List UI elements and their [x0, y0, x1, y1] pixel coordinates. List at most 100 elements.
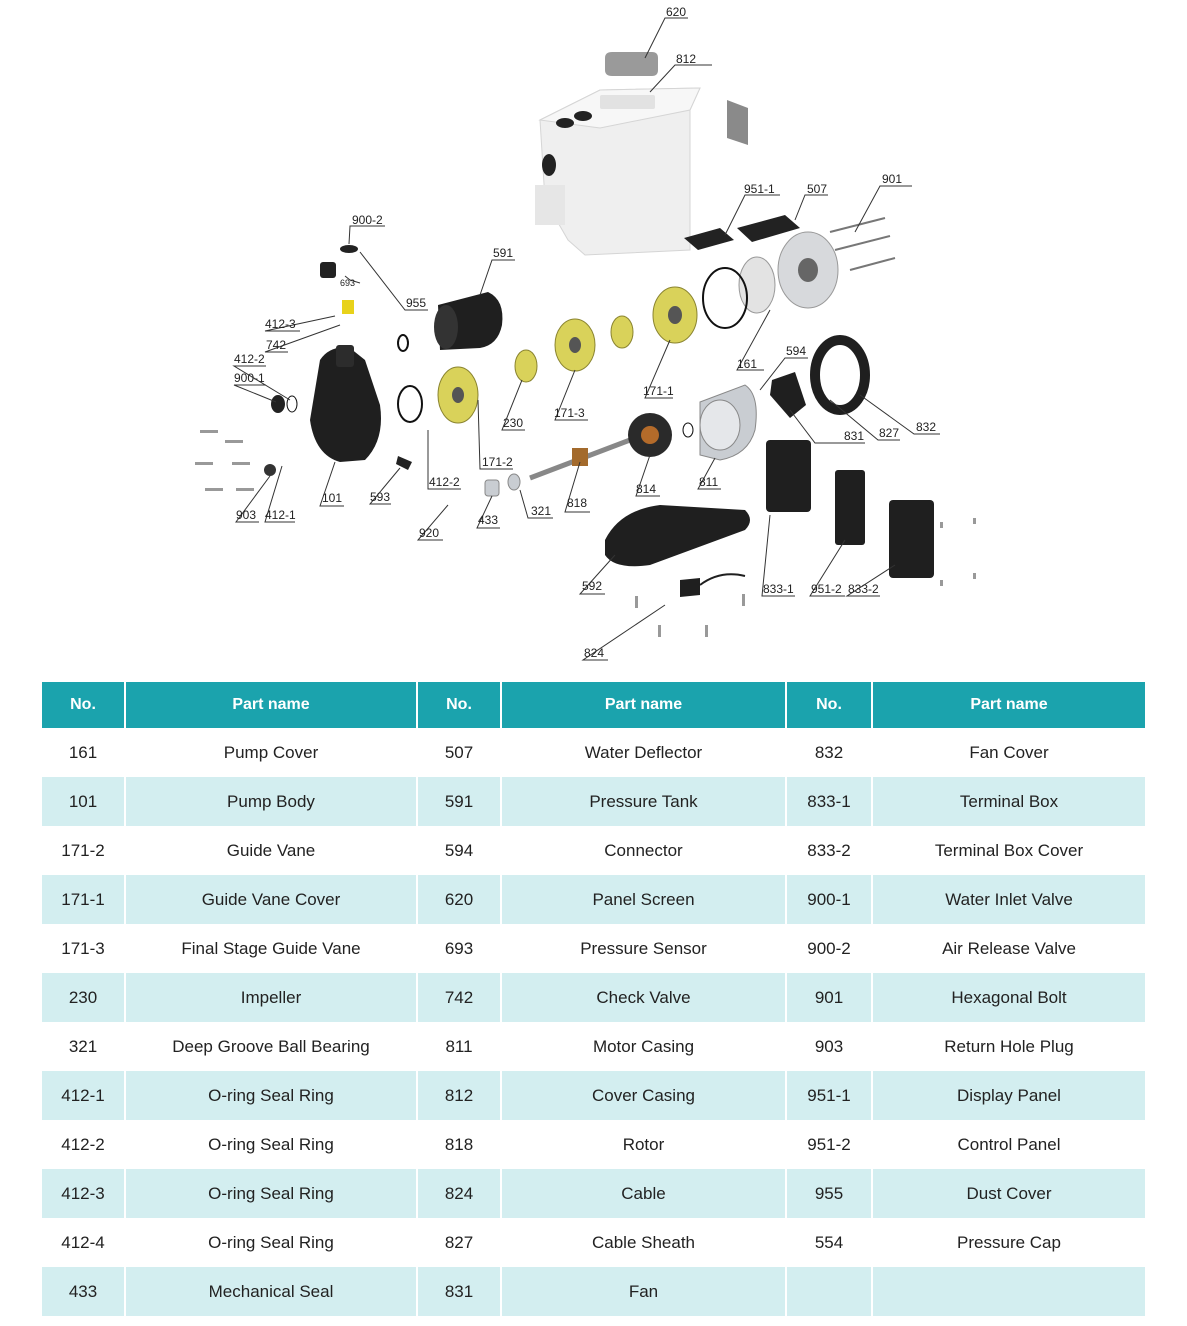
callout-321: 321 [531, 504, 551, 518]
callout-833-2: 833-2 [848, 582, 879, 596]
callout-900-2: 900-2 [352, 213, 383, 227]
callout-900-1: 900-1 [234, 371, 265, 385]
table-cell-part-number: 818 [417, 1120, 502, 1169]
callout-951-2: 951-2 [811, 582, 842, 596]
callout-507: 507 [807, 182, 827, 196]
table-cell-part-name: Pump Body [125, 777, 418, 826]
callout-592: 592 [582, 579, 602, 593]
table-cell-part-number: 951-1 [786, 1071, 873, 1120]
table-cell-part-number: 833-2 [786, 826, 873, 875]
table-cell-part-name: Water Inlet Valve [872, 875, 1145, 924]
table-cell-part-name: Final Stage Guide Vane [125, 924, 418, 973]
table-cell-part-name: Cable Sheath [501, 1218, 787, 1267]
table-cell-part-name: Dust Cover [872, 1169, 1145, 1218]
table-cell-part-name: Check Valve [501, 973, 787, 1022]
callout-693: 693 [340, 278, 355, 288]
table-cell-part-number: 901 [786, 973, 873, 1022]
table-cell-part-name: Cover Casing [501, 1071, 787, 1120]
table-cell-part-number: 827 [417, 1218, 502, 1267]
table-cell-part-number: 824 [417, 1169, 502, 1218]
table-cell-part-name: Pressure Tank [501, 777, 787, 826]
exploded-view-diagram: 620 812 951-1 507 901 900-2 591 955 693 … [195, 5, 976, 661]
table-cell-part-name: O-ring Seal Ring [125, 1071, 418, 1120]
table-cell-part-name: Mechanical Seal [125, 1267, 418, 1316]
table-cell-part-name: Fan Cover [872, 728, 1145, 777]
table-cell-part-number: 101 [42, 777, 126, 826]
table-cell-part-number: 951-2 [786, 1120, 873, 1169]
table-cell-part-name: Air Release Valve [872, 924, 1145, 973]
callout-620: 620 [666, 5, 686, 19]
table-cell-part-name: Rotor [501, 1120, 787, 1169]
callout-591: 591 [493, 246, 513, 260]
table-cell-part-name: O-ring Seal Ring [125, 1120, 418, 1169]
header-no: No. [786, 682, 873, 728]
callout-412-2-center: 412-2 [429, 475, 460, 489]
callout-827: 827 [879, 426, 899, 440]
header-part-name: Part name [872, 682, 1145, 728]
callout-161: 161 [737, 357, 757, 371]
table-cell-part-number: 833-1 [786, 777, 873, 826]
callout-593: 593 [370, 490, 390, 504]
callout-818: 818 [567, 496, 587, 510]
parts-table: No. Part name No. Part name No. Part nam… [42, 682, 1145, 1316]
callout-951-1: 951-1 [744, 182, 775, 196]
callout-412-2-left: 412-2 [234, 352, 265, 366]
table-cell-part-number: 412-4 [42, 1218, 126, 1267]
callout-903: 903 [236, 508, 256, 522]
table-cell-part-number: 554 [786, 1218, 873, 1267]
table-cell-part-name: Water Deflector [501, 728, 787, 777]
table-cell-part-number: 412-1 [42, 1071, 126, 1120]
table-cell-part-name: Return Hole Plug [872, 1022, 1145, 1071]
table-cell-part-number: 831 [417, 1267, 502, 1316]
callout-920: 920 [419, 526, 439, 540]
callout-594: 594 [786, 344, 806, 358]
table-cell-part-name: Fan [501, 1267, 787, 1316]
header-part-name: Part name [501, 682, 787, 728]
table-cell-part-name: Pump Cover [125, 728, 418, 777]
callout-955: 955 [406, 296, 426, 310]
callout-171-1: 171-1 [643, 384, 674, 398]
table-cell-part-number: 955 [786, 1169, 873, 1218]
table-cell-part-number: 412-2 [42, 1120, 126, 1169]
table-cell-part-name: Pressure Cap [872, 1218, 1145, 1267]
table-cell-part-number: 321 [42, 1022, 126, 1071]
callout-814: 814 [636, 482, 656, 496]
table-cell-part-number: 832 [786, 728, 873, 777]
table-cell-part-number: 812 [417, 1071, 502, 1120]
table-cell-part-name: Cable [501, 1169, 787, 1218]
table-cell-part-name: Guide Vane [125, 826, 418, 875]
table-cell-part-name: Impeller [125, 973, 418, 1022]
table-cell-part-name: Control Panel [872, 1120, 1145, 1169]
table-cell-part-name: O-ring Seal Ring [125, 1169, 418, 1218]
callout-101: 101 [322, 491, 342, 505]
table-cell-part-name: Deep Groove Ball Bearing [125, 1022, 418, 1071]
header-no: No. [42, 682, 126, 728]
table-cell-part-number: 171-1 [42, 875, 126, 924]
callout-171-3: 171-3 [554, 406, 585, 420]
callout-901: 901 [882, 172, 902, 186]
table-cell-part-number: 693 [417, 924, 502, 973]
callout-812: 812 [676, 52, 696, 66]
table-cell-part-number: 811 [417, 1022, 502, 1071]
table-cell-part-name: Hexagonal Bolt [872, 973, 1145, 1022]
table-cell-part-number: 412-3 [42, 1169, 126, 1218]
callout-171-2: 171-2 [482, 455, 513, 469]
callout-833-1: 833-1 [763, 582, 794, 596]
table-cell-part-name: Terminal Box [872, 777, 1145, 826]
table-cell-part-name: Panel Screen [501, 875, 787, 924]
table-cell-part-number: 171-3 [42, 924, 126, 973]
table-cell-part-number: 742 [417, 973, 502, 1022]
table-cell-part-name [872, 1267, 1145, 1316]
callout-811: 811 [699, 475, 718, 489]
table-cell-part-name: Connector [501, 826, 787, 875]
table-cell-part-number: 900-1 [786, 875, 873, 924]
table-cell-part-number: 230 [42, 973, 126, 1022]
